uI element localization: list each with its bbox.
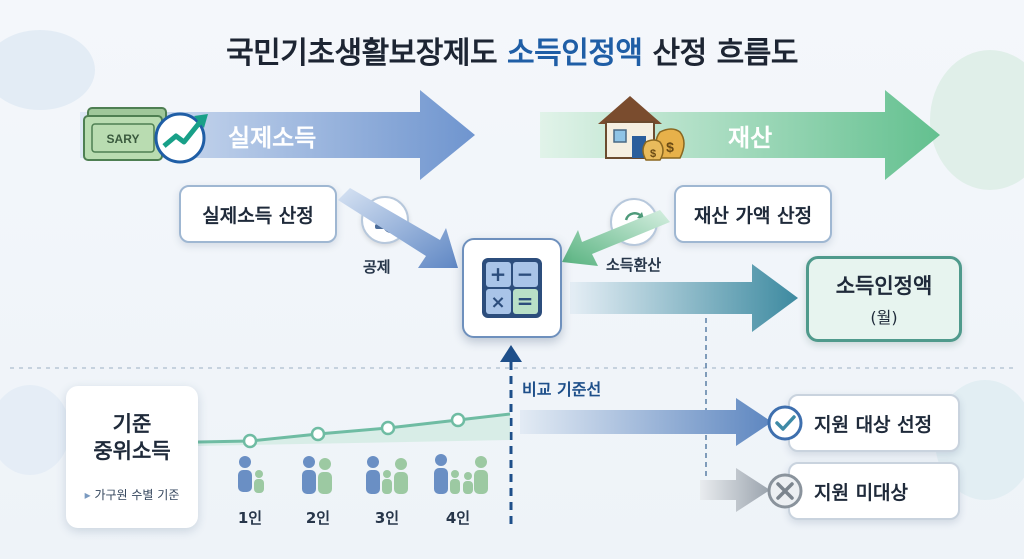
result-subtitle: (월) (870, 308, 898, 327)
svg-text:=: = (517, 289, 534, 313)
outcome-not-selected-box: 지원 미대상 (767, 462, 960, 520)
svg-text:×: × (490, 292, 505, 313)
household-label-1: 1인 (237, 509, 263, 527)
conversion-label: 소득환산 (606, 256, 662, 274)
household-label-4: 4인 (445, 509, 471, 527)
result-title: 소득인정액 (835, 274, 933, 298)
comparison-line-label: 비교 기준선 (522, 380, 602, 399)
property-value-calc-box: 재산 가액 산정 (674, 185, 832, 243)
svg-text:$: $ (650, 148, 656, 160)
income-arrow-label: 실제소득 (228, 124, 317, 152)
property-arrow-label: 재산 (728, 124, 773, 152)
house-icon: $ $ (598, 96, 685, 161)
bill-text: SARY (107, 132, 140, 146)
svg-text:+: + (490, 262, 507, 286)
outcome-selected-label: 지원 대상 선정 (814, 413, 933, 436)
money-growth-icon: SARY (83, 107, 208, 164)
actual-income-calc-box: 실제소득 산정 (179, 185, 337, 243)
title-suffix: 산정 흐름도 (642, 36, 798, 71)
median-note-text: 가구원 수별 기준 (94, 487, 180, 502)
calculator-icon: + − × = (462, 238, 562, 338)
deduction-label: 공제 (363, 258, 391, 276)
outcome-not-selected-label: 지원 미대상 (814, 481, 909, 504)
median-income-box: 기준 중위소득 ▸ 가구원 수별 기준 (66, 386, 198, 528)
check-circle-icon (766, 404, 804, 442)
median-title-line1: 기준 (112, 412, 152, 437)
outcome-selected-box: 지원 대상 선정 (767, 394, 960, 452)
title-highlight: 소득인정액 (507, 36, 643, 71)
title-prefix: 국민기초생활보장제도 (226, 36, 508, 71)
x-circle-icon (766, 472, 804, 510)
svg-text:$: $ (666, 139, 674, 155)
page-title: 국민기초생활보장제도 소득인정액 산정 흐름도 (0, 28, 1024, 72)
median-title-line2: 중위소득 (93, 438, 171, 463)
household-label-2: 2인 (305, 509, 331, 527)
income-recognized-result-box: 소득인정액 (월) (806, 256, 962, 342)
bullet-icon: ▸ (84, 487, 95, 502)
median-note: ▸ 가구원 수별 기준 (85, 486, 180, 503)
household-label-3: 3인 (374, 509, 400, 527)
svg-text:−: − (517, 262, 534, 286)
household-people-icons (238, 454, 488, 494)
